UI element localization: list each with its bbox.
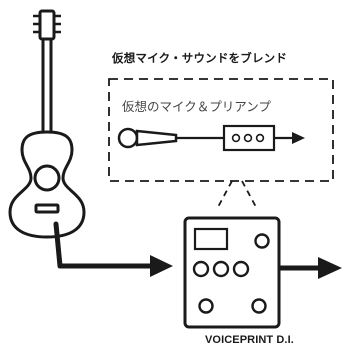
microphone-icon	[117, 127, 178, 149]
acoustic-guitar-icon	[8, 9, 86, 239]
cable-arrowhead	[150, 255, 173, 277]
tuning-pegs	[33, 14, 61, 34]
virtual-mic-box	[108, 78, 334, 182]
guitar-cable	[53, 221, 157, 269]
diagram-title: 仮想マイク・サウンドをブレンド	[112, 51, 288, 65]
pedal-display	[193, 227, 229, 251]
preamp-knobs	[231, 133, 265, 143]
virtual-box-label: 仮想のマイク＆プリアンプ	[122, 99, 271, 114]
pedal-knobs	[192, 233, 270, 314]
callout-lines	[217, 180, 257, 208]
product-label: VOICEPRINT D.I.	[205, 334, 294, 346]
mic-arrowhead	[292, 132, 305, 144]
output-arrowhead	[318, 257, 342, 279]
